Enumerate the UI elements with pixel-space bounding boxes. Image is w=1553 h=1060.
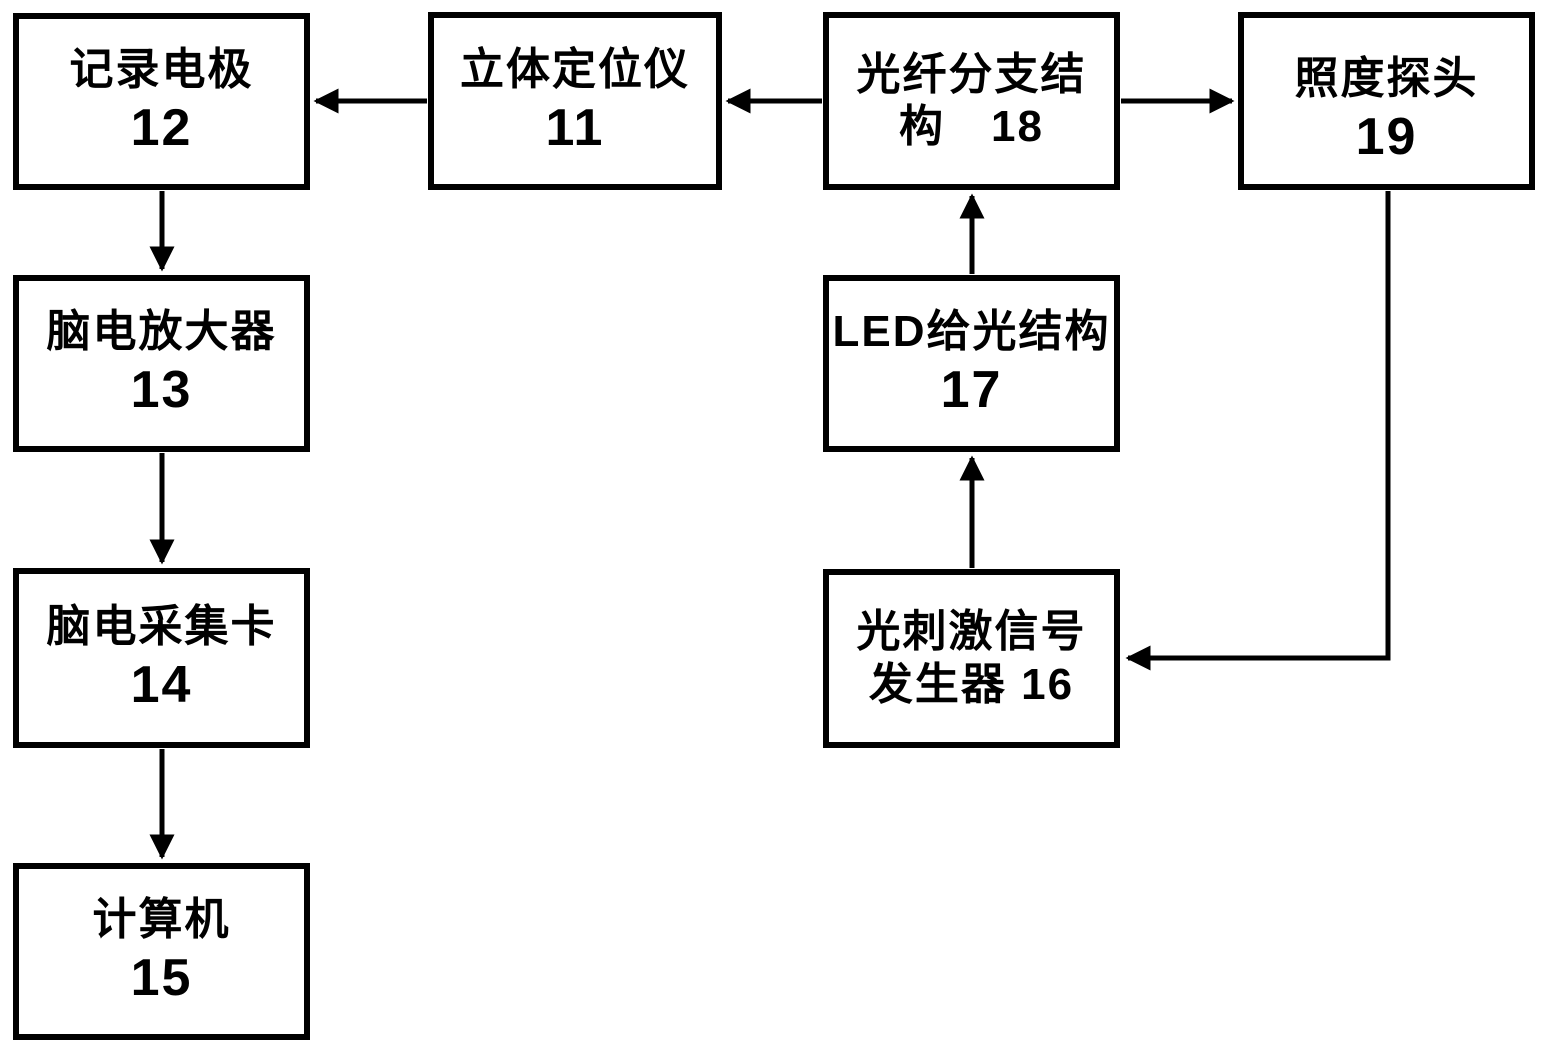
node-number: 12 <box>130 99 193 158</box>
node-label: 记录电极 <box>69 45 254 95</box>
node-computer: 计算机 15 <box>13 863 310 1040</box>
node-label: 照度探头 <box>1294 53 1479 103</box>
node-number: 19 <box>1355 107 1418 166</box>
node-label: LED给光结构 <box>832 307 1111 357</box>
node-label: 计算机 <box>92 895 231 945</box>
node-number: 17 <box>940 361 1003 420</box>
node-number: 14 <box>130 655 193 714</box>
node-eeg-amplifier: 脑电放大器 13 <box>13 275 310 452</box>
node-label: 脑电采集卡 <box>46 601 277 651</box>
arrow-19-to-16 <box>1125 191 1391 671</box>
node-led-light-structure: LED给光结构 17 <box>823 275 1120 452</box>
node-label-continued: 发生器 16 <box>868 659 1075 709</box>
node-number: 15 <box>130 949 193 1008</box>
node-recording-electrode: 记录电极 12 <box>13 13 310 190</box>
node-fiber-branch-structure: 光纤分支结 构 18 <box>823 12 1120 190</box>
node-label: 光纤分支结 <box>856 49 1087 99</box>
node-number: 11 <box>545 98 605 157</box>
node-light-stimulus-generator: 光刺激信号 发生器 16 <box>823 569 1120 748</box>
node-stereotaxic-apparatus: 立体定位仪 11 <box>428 12 722 190</box>
node-eeg-acquisition-card: 脑电采集卡 14 <box>13 568 310 748</box>
node-label: 光刺激信号 <box>856 607 1087 657</box>
node-label: 脑电放大器 <box>46 307 277 357</box>
node-label: 立体定位仪 <box>460 44 690 94</box>
node-label-continued: 构 18 <box>899 102 1044 152</box>
node-number: 13 <box>130 361 193 420</box>
node-illuminance-probe: 照度探头 19 <box>1238 12 1535 190</box>
